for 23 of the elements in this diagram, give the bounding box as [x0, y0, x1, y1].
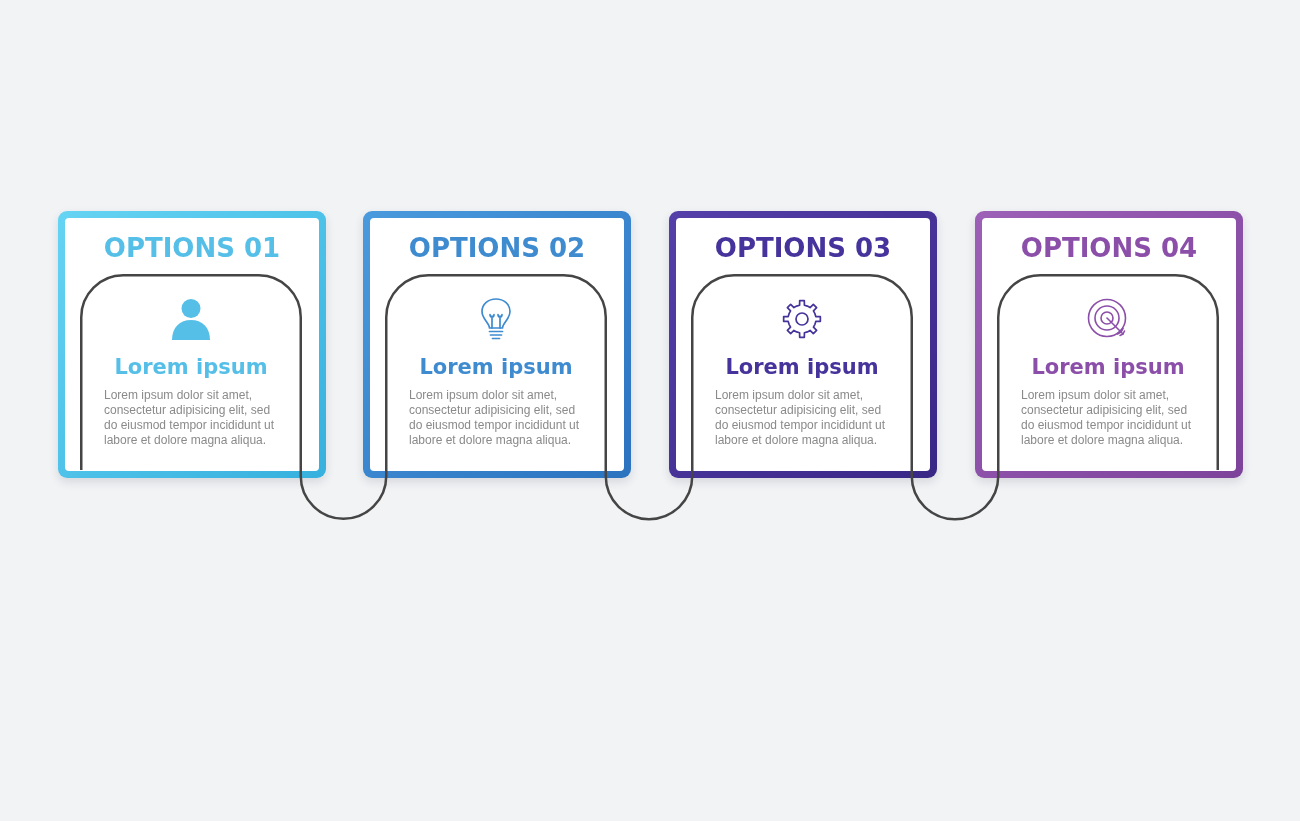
option-card [669, 211, 937, 478]
card-heading: OPTIONS 02 [408, 233, 586, 263]
connector-line [910, 470, 1000, 521]
arch-frame [997, 274, 1219, 470]
option-title: Lorem ipsum [114, 354, 268, 380]
arch-frame [80, 274, 302, 470]
connector-line [604, 470, 694, 521]
option-description: Lorem ipsum dolor sit amet, consectetur adipisicing elit, sed do eiusmod tempor incididunt ut labore et dolore magna aliqua. [715, 388, 887, 448]
card-heading: OPTIONS 03 [714, 233, 892, 263]
card-heading: OPTIONS 04 [1020, 233, 1198, 263]
option-description: Lorem ipsum dolor sit amet, consectetur adipisicing elit, sed do eiusmod tempor incididunt ut labore et dolore magna aliqua. [409, 388, 581, 448]
option-title: Lorem ipsum [1031, 354, 1185, 380]
option-description: Lorem ipsum dolor sit amet, consectetur adipisicing elit, sed do eiusmod tempor incididunt ut labore et dolore magna aliqua. [1021, 388, 1193, 448]
option-card [58, 211, 326, 478]
arch-frame [385, 274, 607, 470]
arch-frame [691, 274, 913, 470]
card-heading: OPTIONS 01 [103, 233, 281, 263]
option-description: Lorem ipsum dolor sit amet, consectetur adipisicing elit, sed do eiusmod tempor incididunt ut labore et dolore magna aliqua. [104, 388, 276, 448]
option-card [975, 211, 1243, 478]
option-title: Lorem ipsum [725, 354, 879, 380]
option-title: Lorem ipsum [419, 354, 573, 380]
option-card [363, 211, 631, 478]
connector-line [299, 470, 388, 520]
